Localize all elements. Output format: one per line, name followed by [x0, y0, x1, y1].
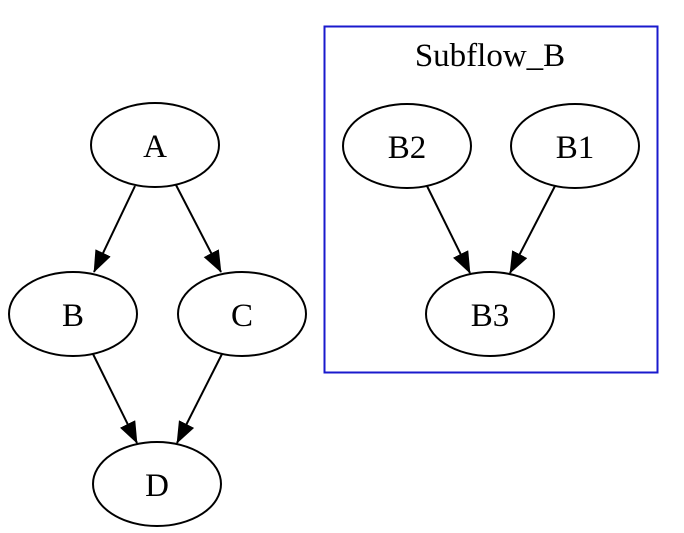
edge-b-d [92, 353, 138, 444]
node-b3-shape [425, 271, 555, 357]
node-b1: B1 [510, 103, 640, 189]
cluster-label: Subflow_B [415, 38, 565, 74]
node-c-shape [177, 271, 307, 357]
cluster-subflow-b: Subflow_B [323, 25, 659, 374]
node-b2: B2 [342, 103, 472, 189]
cluster-border [323, 25, 659, 374]
node-c-label: C [231, 298, 253, 334]
node-a-label: A [143, 129, 167, 165]
edge-c-d [176, 353, 223, 444]
node-b1-label: B1 [556, 130, 595, 166]
node-b-label: B [62, 298, 84, 334]
node-d: D [92, 441, 222, 527]
node-b2-label: B2 [388, 130, 427, 166]
node-a-shape [90, 102, 220, 188]
edge-a-c [175, 184, 222, 273]
node-d-shape [92, 441, 222, 527]
node-c: C [177, 271, 307, 357]
node-b1-shape [510, 103, 640, 189]
edge-a-b [93, 185, 136, 273]
node-a: A [90, 102, 220, 188]
edge-b1-b3 [509, 185, 556, 274]
node-b3: B3 [425, 271, 555, 357]
edge-b2-b3 [426, 185, 471, 274]
node-b: B [8, 271, 138, 357]
node-b3-label: B3 [471, 298, 510, 334]
node-b-shape [8, 271, 138, 357]
node-b2-shape [342, 103, 472, 189]
node-d-label: D [145, 468, 169, 504]
